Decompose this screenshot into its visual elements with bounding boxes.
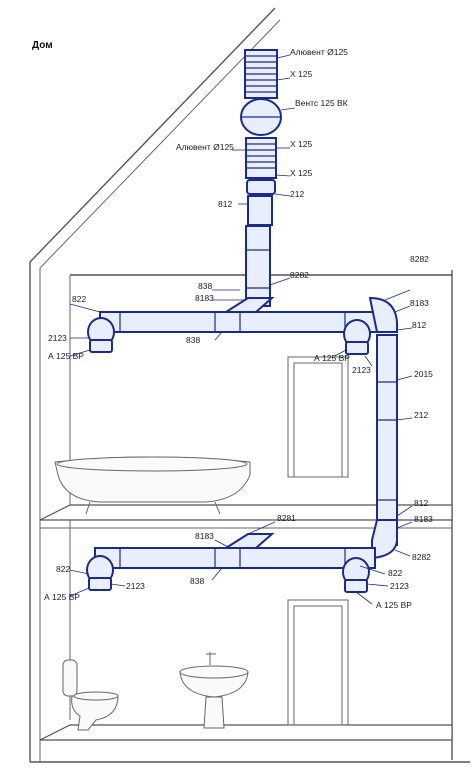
outlet-upper-left [89, 339, 113, 353]
label-822-c: 822 [388, 568, 402, 578]
label-212-r: 212 [414, 410, 428, 420]
label-812-r: 812 [412, 320, 426, 330]
flex-duct-mid [245, 137, 277, 179]
label-8282-r: 8282 [410, 254, 429, 264]
upper-horizontal-duct [99, 311, 386, 333]
label-8282-a: 8282 [290, 270, 309, 280]
label-8183-a: 8183 [195, 293, 214, 303]
riser-main [245, 225, 271, 307]
label-fan: Вентс 125 ВК [295, 98, 348, 108]
label-x125-b: Х 125 [290, 139, 312, 149]
label-812-r2: 812 [414, 498, 428, 508]
label-812-top: 812 [218, 199, 232, 209]
label-2123-a: 2123 [48, 333, 67, 343]
label-822-b: 822 [56, 564, 70, 574]
label-a125-c: А 125 ВР [44, 592, 80, 602]
sink [179, 652, 249, 729]
bathtub [54, 456, 251, 515]
label-838-a: 838 [198, 281, 212, 291]
label-leaders [69, 54, 413, 605]
right-riser [376, 334, 398, 546]
label-aluvent-top: Алювент Ø125 [290, 47, 348, 57]
label-2123-d: 2123 [390, 581, 409, 591]
label-212-top: 212 [290, 189, 304, 199]
label-2123-b: 2123 [352, 365, 371, 375]
outlet-lower-right [344, 579, 368, 593]
doors [287, 356, 349, 726]
label-x125-c: Х 125 [290, 168, 312, 178]
label-838-b: 838 [186, 335, 200, 345]
outlet-upper-right [345, 341, 369, 355]
page-title: Дом [32, 40, 53, 51]
label-8183-r: 8183 [410, 298, 429, 308]
label-8281: 8281 [277, 513, 296, 523]
lower-horizontal-duct [94, 547, 376, 569]
label-8282-r2: 8282 [412, 552, 431, 562]
label-8183-c: 8183 [195, 531, 214, 541]
label-a125-b: А 125 ВР [314, 353, 350, 363]
duct-system [86, 49, 398, 593]
label-aluvent-mid: Алювент Ø125 [176, 142, 234, 152]
label-2123-c: 2123 [126, 581, 145, 591]
label-822-a: 822 [72, 294, 86, 304]
toilet [62, 659, 119, 731]
label-a125-a: А 125 ВР [48, 351, 84, 361]
outlet-lower-left [88, 577, 112, 591]
label-8183-r2: 8183 [414, 514, 433, 524]
label-a125-d: А 125 ВР [376, 600, 412, 610]
label-2015: 2015 [414, 369, 433, 379]
label-838-c: 838 [190, 576, 204, 586]
floor-slabs [39, 504, 453, 741]
label-x125-a: Х 125 [290, 69, 312, 79]
